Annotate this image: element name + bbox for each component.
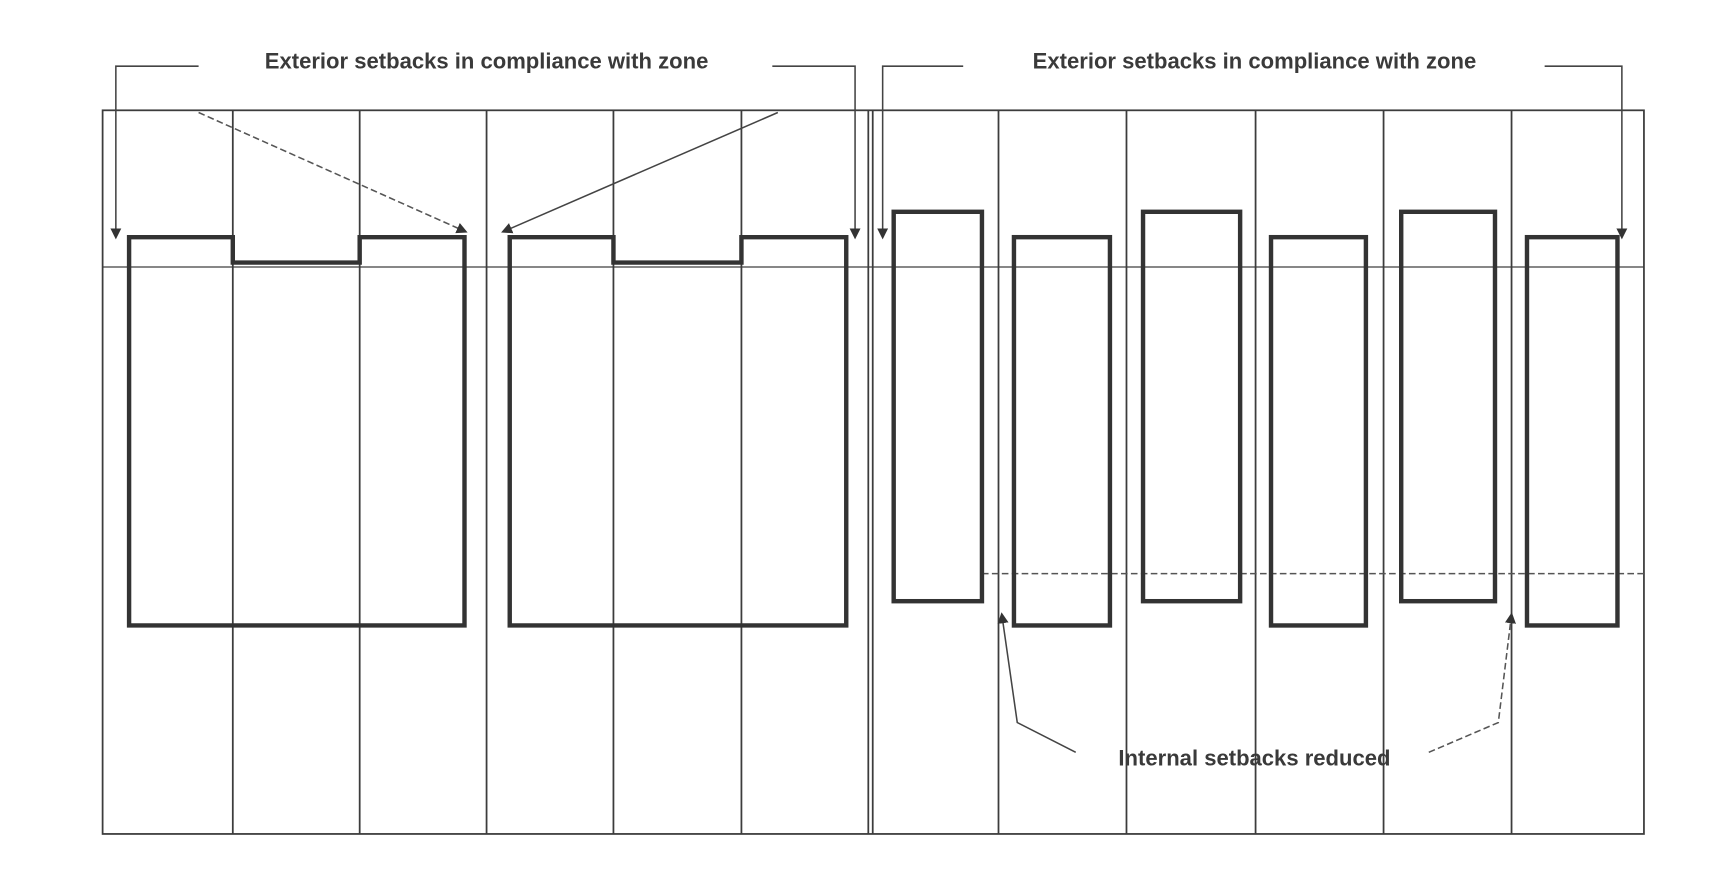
lot-lines (231, 110, 1513, 834)
leader-arrows (110, 65, 1628, 754)
exterior-setback-label-right: Exterior setbacks in compliance with zon… (1033, 48, 1477, 73)
building-detached (1399, 209, 1498, 604)
building-attached-2 (507, 234, 849, 628)
exterior-setback-label-left: Exterior setbacks in compliance with zon… (265, 48, 709, 73)
building-detached (891, 209, 985, 604)
building-detached (1011, 234, 1113, 628)
internal-setback-label: Internal setbacks reduced (1118, 746, 1390, 771)
building-detached (1140, 209, 1243, 604)
building-detached (1268, 234, 1369, 628)
building-attached-1 (126, 234, 467, 628)
building-detached (1524, 234, 1620, 628)
